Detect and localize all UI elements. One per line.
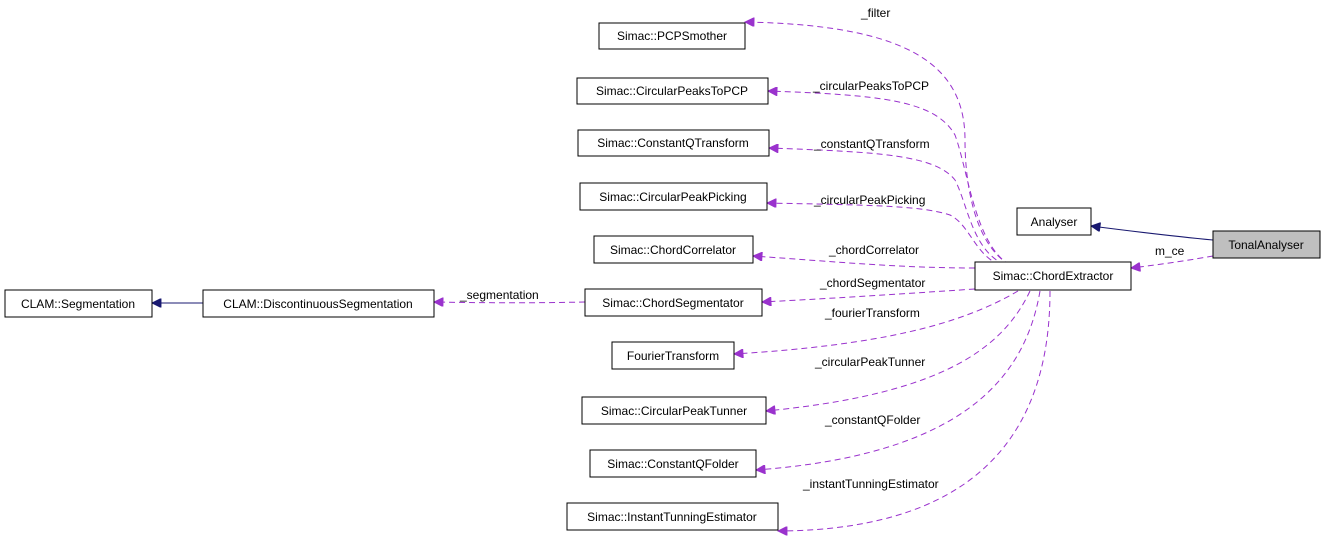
node-instant-tunning-estimator[interactable]: Simac::InstantTunningEstimator [566, 502, 779, 531]
edge-circular-peak-tunner [766, 290, 1031, 411]
label-circular-peaks-to-pcp: _circularPeaksToPCP [812, 79, 929, 93]
node-constant-q-transform[interactable]: Simac::ConstantQTransform [577, 129, 770, 157]
node-chord-correlator[interactable]: Simac::ChordCorrelator [593, 235, 754, 264]
node-label: Simac::PCPSmother [617, 29, 727, 43]
node-pcp-smother[interactable]: Simac::PCPSmother [598, 22, 746, 50]
node-tonal-analyser[interactable]: TonalAnalyser [1212, 230, 1321, 259]
label-fourier-transform: _fourierTransform [824, 306, 920, 320]
node-fourier-transform[interactable]: FourierTransform [611, 341, 735, 370]
edges [152, 22, 1214, 531]
node-label: CLAM::Segmentation [21, 297, 135, 311]
label-constant-q-folder: _constantQFolder [824, 413, 920, 427]
edge-filter [745, 22, 1011, 266]
edge-inherit-analyser [1091, 226, 1214, 241]
node-circular-peak-picking[interactable]: Simac::CircularPeakPicking [579, 182, 768, 211]
label-circular-peak-tunner: _circularPeakTunner [814, 355, 925, 369]
label-chord-segmentator: _chordSegmentator [819, 276, 925, 290]
label-m-ce: m_ce [1155, 244, 1185, 258]
node-label: Analyser [1031, 215, 1078, 229]
label-segmentation: _segmentation [459, 288, 539, 302]
node-label: TonalAnalyser [1228, 238, 1303, 252]
edge-chord-segmentator [762, 288, 976, 302]
node-label: Simac::ConstantQTransform [597, 136, 749, 150]
node-label: Simac::ChordCorrelator [610, 243, 736, 257]
label-chord-correlator: _chordCorrelator [828, 243, 919, 257]
node-label: Simac::InstantTunningEstimator [587, 510, 757, 524]
node-chord-extractor[interactable]: Simac::ChordExtractor [974, 261, 1132, 291]
node-label: Simac::ConstantQFolder [607, 457, 738, 471]
node-label: Simac::CircularPeakTunner [601, 404, 747, 418]
label-instant-tunning-estimator: _instantTunningEstimator [802, 477, 939, 491]
edge-m-ce [1131, 255, 1214, 268]
edge-chord-correlator [753, 256, 976, 269]
edge-segmentation [434, 302, 586, 303]
node-label: Simac::ChordSegmentator [602, 296, 743, 310]
node-analyser[interactable]: Analyser [1016, 207, 1092, 236]
node-chord-segmentator[interactable]: Simac::ChordSegmentator [584, 288, 763, 317]
node-clam-discontinuous-segmentation[interactable]: CLAM::DiscontinuousSegmentation [202, 289, 435, 318]
node-clam-segmentation[interactable]: CLAM::Segmentation [4, 289, 153, 318]
label-circular-peak-picking: _circularPeakPicking [813, 193, 925, 207]
node-label: CLAM::DiscontinuousSegmentation [223, 297, 412, 311]
edge-instant-tunning-estimator [778, 290, 1051, 531]
node-circular-peaks-to-pcp[interactable]: Simac::CircularPeaksToPCP [576, 77, 769, 105]
edge-circular-peaks-to-pcp [768, 91, 1011, 266]
node-label: Simac::ChordExtractor [993, 269, 1114, 283]
edge-constant-q-folder [756, 290, 1041, 470]
label-filter: _filter [860, 6, 890, 20]
edge-fourier-transform [734, 290, 1019, 354]
node-label: FourierTransform [627, 349, 719, 363]
node-constant-q-folder[interactable]: Simac::ConstantQFolder [589, 449, 757, 478]
label-constant-q-transform: _constantQTransform [813, 137, 930, 151]
node-label: Simac::CircularPeaksToPCP [596, 84, 748, 98]
edge-labels: _filter _circularPeaksToPCP _constantQTr… [459, 6, 1185, 491]
node-circular-peak-tunner[interactable]: Simac::CircularPeakTunner [581, 396, 767, 425]
node-label: Simac::CircularPeakPicking [599, 190, 746, 204]
edge-circular-peak-picking [767, 203, 1001, 266]
